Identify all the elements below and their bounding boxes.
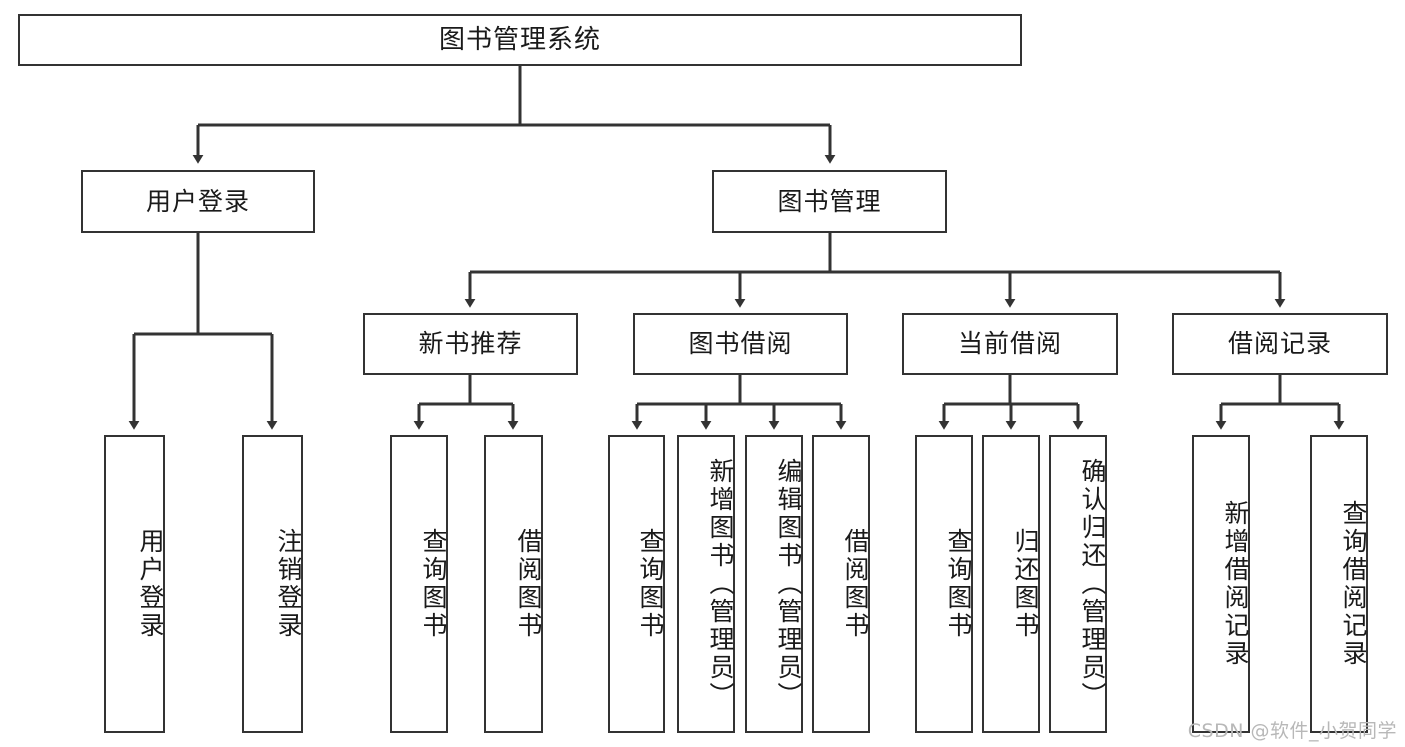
node-book-borrowing[interactable]: 图书借阅 bbox=[633, 313, 848, 375]
node-leaf-query-borrow-record[interactable]: 查询借阅记录 bbox=[1310, 435, 1368, 733]
node-root-system[interactable]: 图书管理系统 bbox=[18, 14, 1022, 66]
node-new-book-recommendation[interactable]: 新书推荐 bbox=[363, 313, 578, 375]
node-leaf-return-book[interactable]: 归还图书 bbox=[982, 435, 1040, 733]
node-leaf-borrow-book-2[interactable]: 借阅图书 bbox=[812, 435, 870, 733]
node-leaf-query-book-2[interactable]: 查询图书 bbox=[608, 435, 665, 733]
node-current-borrowing[interactable]: 当前借阅 bbox=[902, 313, 1118, 375]
node-leaf-query-book-3[interactable]: 查询图书 bbox=[915, 435, 973, 733]
node-leaf-add-borrow-record[interactable]: 新增借阅记录 bbox=[1192, 435, 1250, 733]
node-leaf-query-book-1[interactable]: 查询图书 bbox=[390, 435, 448, 733]
node-user-login[interactable]: 用户登录 bbox=[81, 170, 315, 233]
node-book-management[interactable]: 图书管理 bbox=[712, 170, 947, 233]
node-leaf-add-book-admin[interactable]: 新增图书（管理员） bbox=[677, 435, 735, 733]
node-leaf-borrow-book-1[interactable]: 借阅图书 bbox=[484, 435, 543, 733]
csdn-watermark: CSDN @软件_小贺同学 bbox=[1187, 720, 1397, 742]
node-leaf-confirm-return-admin[interactable]: 确认归还（管理员） bbox=[1049, 435, 1107, 733]
node-leaf-logout[interactable]: 注销登录 bbox=[242, 435, 303, 733]
node-borrow-record[interactable]: 借阅记录 bbox=[1172, 313, 1388, 375]
node-leaf-user-login[interactable]: 用户登录 bbox=[104, 435, 165, 733]
node-leaf-edit-book-admin[interactable]: 编辑图书（管理员） bbox=[745, 435, 803, 733]
